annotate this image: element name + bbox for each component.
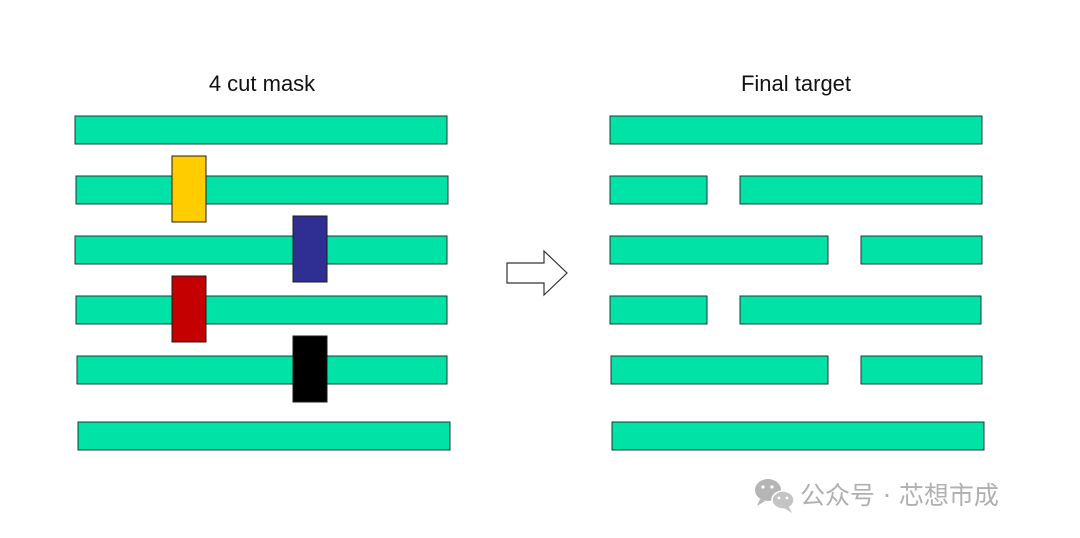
metal-line bbox=[74, 235, 448, 265]
metal-line bbox=[74, 115, 448, 145]
cut-mask bbox=[292, 335, 328, 403]
metal-line bbox=[611, 421, 985, 451]
left-panel-title: 4 cut mask bbox=[209, 71, 316, 96]
right-arrow-icon bbox=[506, 249, 568, 297]
cut-mask bbox=[292, 215, 328, 283]
metal-line bbox=[75, 175, 449, 205]
line-segment bbox=[610, 355, 829, 385]
wechat-icon bbox=[755, 479, 795, 513]
line-segment bbox=[609, 175, 708, 205]
right-panel-title: Final target bbox=[741, 71, 851, 96]
metal-line bbox=[77, 421, 451, 451]
metal-line bbox=[609, 115, 983, 145]
right-line-group bbox=[609, 115, 985, 451]
line-segment bbox=[609, 235, 829, 265]
line-segment bbox=[609, 295, 708, 325]
metal-line bbox=[76, 355, 448, 385]
left-panel: 4 cut mask bbox=[74, 71, 451, 451]
left-line-group bbox=[74, 115, 451, 451]
line-segment bbox=[739, 175, 983, 205]
metal-line bbox=[75, 295, 448, 325]
watermark-text: 公众号 · 芯想市成 bbox=[800, 481, 999, 510]
line-segment bbox=[860, 235, 983, 265]
cut-mask bbox=[171, 155, 207, 223]
right-panel: Final target bbox=[609, 71, 985, 451]
watermark: 公众号 · 芯想市成 bbox=[755, 479, 999, 513]
cut-mask bbox=[171, 275, 207, 343]
line-segment bbox=[739, 295, 982, 325]
cut-mask-group bbox=[171, 155, 328, 403]
line-segment bbox=[860, 355, 983, 385]
